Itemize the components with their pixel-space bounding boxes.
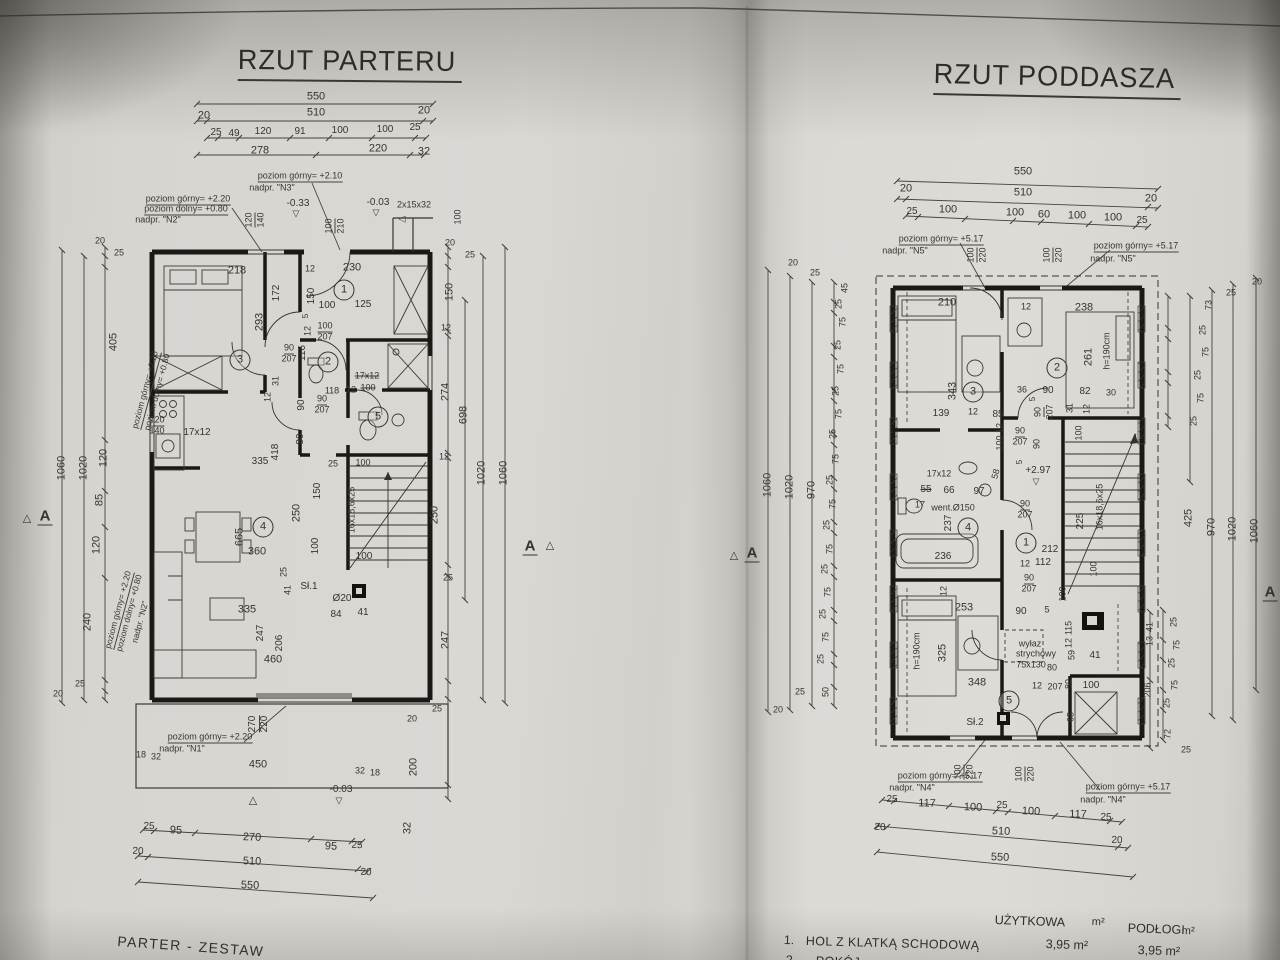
col-podlogi-unit: m² xyxy=(1181,925,1195,938)
row2-no: 2. xyxy=(786,953,797,960)
row1-no: 1. xyxy=(783,933,795,948)
poddasze-dimension-lines xyxy=(764,177,1260,881)
poddasze-walls xyxy=(875,275,1159,747)
poddasze-furniture xyxy=(895,295,1135,735)
parter-title: RZUT PARTERU xyxy=(237,44,463,83)
row1-uzytkowa: 3,95 m² xyxy=(1045,937,1089,953)
poddasze-stairs xyxy=(1065,433,1140,595)
parter-walls xyxy=(149,217,433,703)
row2-name: POKÓJ xyxy=(816,954,861,960)
parter-dimension-lines xyxy=(58,100,509,902)
row1-podlogi: 3,95 m² xyxy=(1137,943,1181,959)
col-uzytkowa: UŻYTKOWA xyxy=(994,913,1066,930)
col-podlogi: PODŁOGI xyxy=(1127,921,1185,937)
poddasze-title: RZUT PODDASZA xyxy=(933,58,1182,101)
col-uzytkowa-unit: m² xyxy=(1091,916,1105,929)
sheet-frame xyxy=(0,6,1280,960)
parter-stairs xyxy=(348,461,428,569)
parter-furniture xyxy=(135,265,449,789)
